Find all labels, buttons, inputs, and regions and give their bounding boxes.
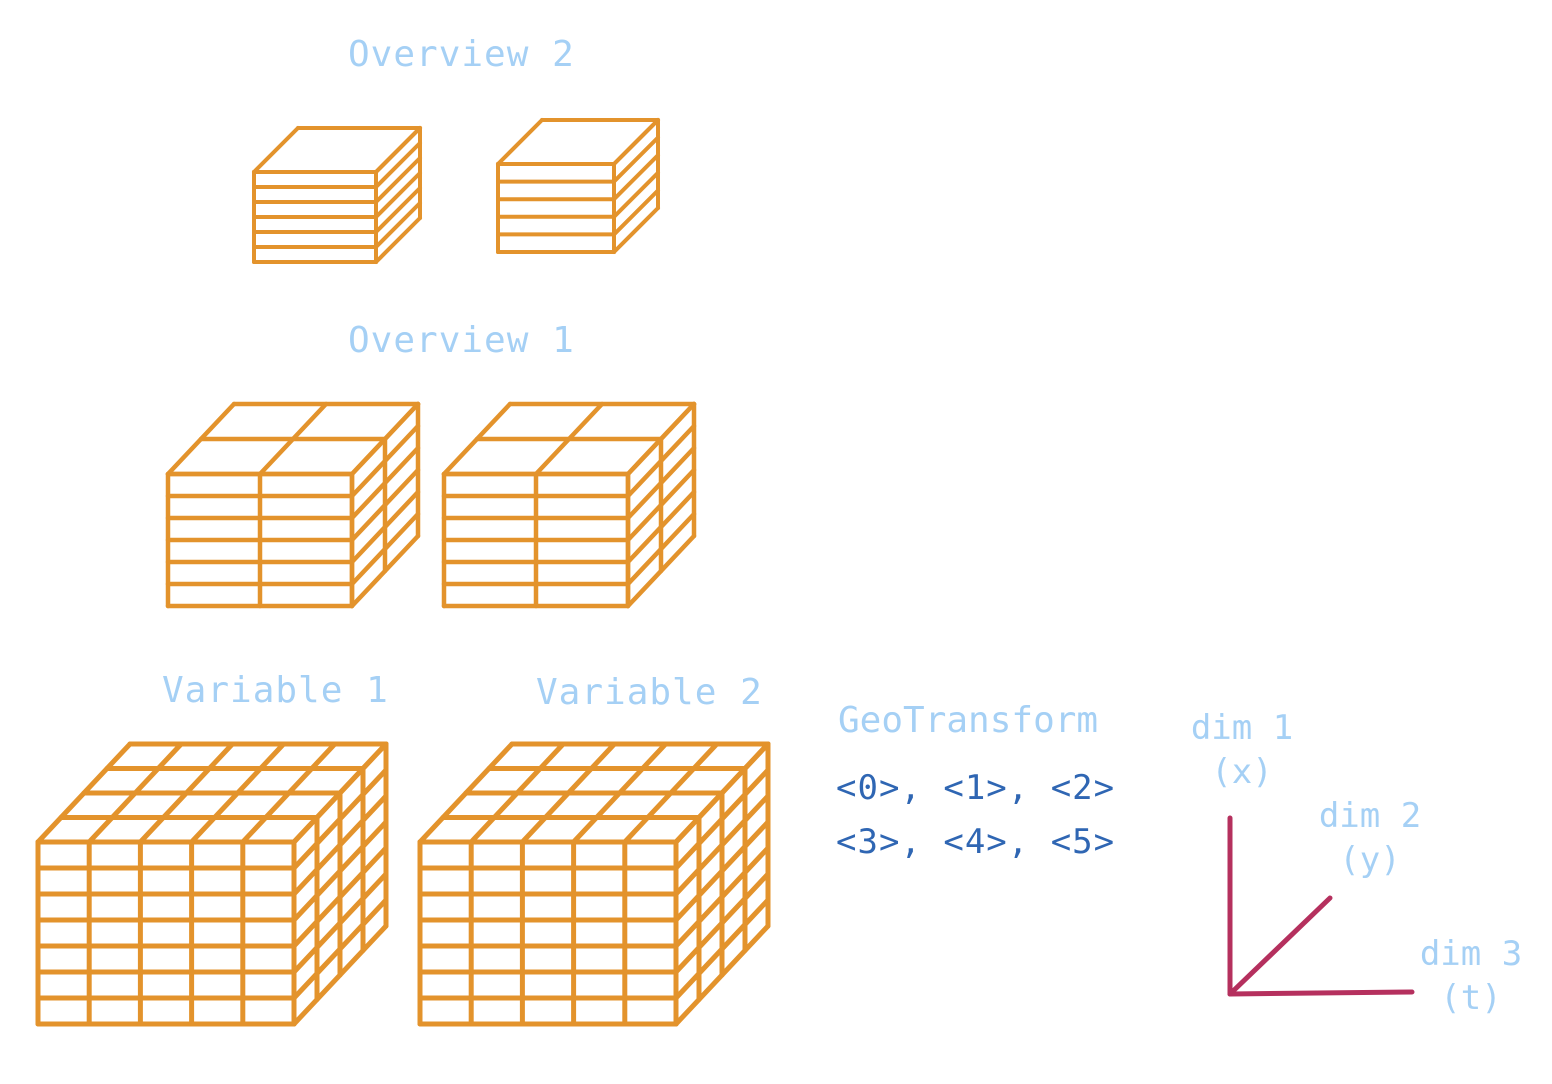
dim-2-sub: (y) (1339, 840, 1401, 880)
overview-1-label: Overview 1 (348, 320, 575, 361)
overview-1-cube-2 (441, 401, 697, 609)
overview-1-cube-1 (165, 401, 421, 609)
geotransform-title: GeoTransform (838, 700, 1099, 741)
variable-2-cube (417, 741, 771, 1027)
axis-lines (1227, 815, 1415, 997)
dim-3-label: dim 3 (t) (1412, 932, 1530, 1020)
dim-3-axis (1227, 989, 1415, 997)
dim-1-sub: (x) (1211, 752, 1273, 792)
overview-2-label: Overview 2 (348, 34, 575, 75)
geotransform-row-2: <3>, <4>, <5> (836, 822, 1116, 862)
variable-2-label: Variable 2 (536, 672, 763, 713)
dim-3-sub: (t) (1440, 978, 1502, 1018)
variable-1-label: Variable 1 (162, 670, 389, 711)
geotransform-row-1: <0>, <1>, <2> (836, 768, 1116, 808)
overview-2-cube-1 (252, 126, 422, 264)
overview-2-cube-2 (496, 118, 660, 254)
dim-2-axis (1227, 895, 1333, 997)
dim-1-name: dim 1 (1190, 708, 1294, 748)
dim-1-label: dim 1 (x) (1186, 706, 1298, 794)
variable-1-cube (35, 741, 389, 1027)
dim-3-name: dim 3 (1419, 934, 1523, 974)
dim-2-label: dim 2 (y) (1310, 794, 1430, 882)
dim-2-name: dim 2 (1318, 796, 1422, 836)
